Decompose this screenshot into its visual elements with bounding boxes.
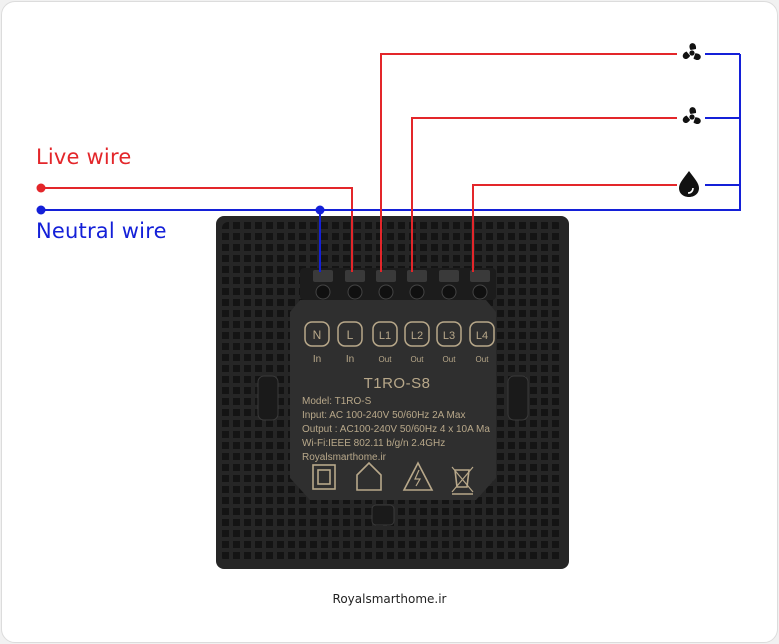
spec-line-output: Output : AC100-240V 50/60Hz 4 x 10A Ma	[302, 424, 490, 435]
load-1	[682, 43, 701, 60]
wires	[41, 53, 741, 272]
indoor-use-icon	[356, 461, 382, 491]
terminal-L4-sub: Out	[476, 355, 490, 364]
switch-device	[216, 216, 569, 569]
label-area	[290, 300, 496, 500]
terminal-labels	[304, 321, 495, 347]
screw-N	[313, 270, 333, 300]
terminal-L-label: L	[347, 328, 354, 342]
terminal-L2-label: L2	[411, 330, 423, 342]
terminal-L3-label: L3	[443, 330, 455, 342]
electric-warning-icon	[402, 461, 434, 491]
L2-output-wire	[411, 117, 677, 272]
terminal-L1-sub: Out	[379, 355, 393, 364]
L4-output-wire	[472, 184, 677, 272]
terminal-L2-sub: Out	[411, 355, 425, 364]
footer-website: Royalsmarthome.ir	[332, 592, 447, 606]
screw-L4	[470, 270, 490, 300]
live-wire-label: Live wire	[36, 145, 132, 169]
terminal-L-sub: In	[346, 354, 354, 365]
right-clip	[507, 375, 529, 421]
fan-icon	[682, 107, 701, 124]
spec-line-wifi: Wi-Fi:IEEE 802.11 b/g/n 2.4GHz	[302, 438, 445, 449]
double-insulation-icon	[312, 464, 336, 490]
neutral-wire-dot	[36, 205, 46, 215]
screw-L3	[439, 270, 459, 300]
spec-line-model: Model: T1RO-S	[302, 396, 372, 407]
load-2	[682, 107, 701, 124]
certification-symbols	[312, 461, 474, 495]
spec-line-input: Input: AC 100-240V 50/60Hz 2A Max	[302, 410, 465, 421]
terminal-L3-sub: Out	[443, 355, 457, 364]
weee-bin-icon	[451, 466, 474, 495]
neutral-load-returns	[705, 53, 740, 186]
neutral-junction-dot	[315, 205, 325, 215]
screw-L	[345, 270, 365, 300]
live-feed-wire	[41, 187, 353, 272]
L1-output-wire	[380, 53, 677, 272]
left-clip	[257, 375, 279, 421]
bottom-slot	[371, 504, 395, 526]
screw-terminals	[313, 270, 490, 300]
terminal-L4-label: L4	[476, 330, 488, 342]
water-drop-icon	[679, 171, 699, 197]
screw-L1	[376, 270, 396, 300]
model-name: T1RO-S8	[364, 375, 431, 392]
terminal-N-sub: In	[313, 354, 321, 365]
spec-line-website: Royalsmarthome.ir	[302, 452, 387, 463]
fan-icon	[682, 43, 701, 60]
neutral-wire-label: Neutral wire	[36, 219, 167, 243]
screw-L2	[407, 270, 427, 300]
load-3	[679, 171, 699, 197]
live-wire-dot	[36, 183, 46, 193]
terminal-L1-label: L1	[379, 330, 391, 342]
terminal-N-label: N	[313, 328, 322, 342]
neutral-bus-wire	[41, 54, 741, 211]
